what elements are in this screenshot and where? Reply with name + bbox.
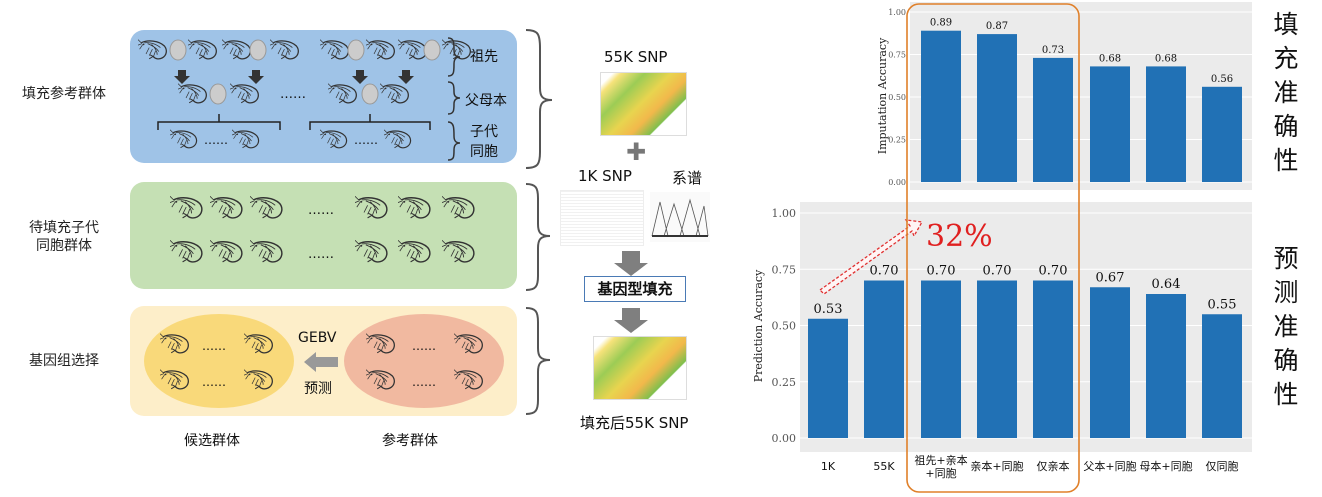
reference-population-label: 参考群体 xyxy=(382,433,438,449)
row-label-reference: 填充参考群体 xyxy=(22,86,106,102)
x-category-label: 仅同胞 xyxy=(1205,460,1239,473)
imputation-target-panel: …… …… xyxy=(130,182,517,289)
imputed-55k-label: 填充后55K SNP xyxy=(580,414,689,432)
plus-icon: ✚ xyxy=(626,138,647,166)
label-parents: 父母本 xyxy=(465,93,507,109)
prediction-ytick: 0.75 xyxy=(772,263,797,276)
svg-text:……: …… xyxy=(280,87,306,102)
imputation-accuracy-side-label: 填 充 准 确 性 xyxy=(1273,10,1299,175)
imputation-bar xyxy=(1146,66,1186,182)
prediction-bar xyxy=(921,280,961,438)
imputation-ytick: 0.25 xyxy=(888,136,906,145)
prediction-bar-label: 0.70 xyxy=(1039,264,1068,279)
imputation-ytick: 0.75 xyxy=(888,51,906,60)
prediction-ytick: 0.00 xyxy=(772,432,797,445)
x-category-label: 55K xyxy=(873,460,895,473)
x-category-label: 1K xyxy=(820,460,836,473)
imputation-bar-label: 0.89 xyxy=(930,18,952,29)
prediction-bar-label: 0.70 xyxy=(983,264,1012,279)
down-arrow-1 xyxy=(614,251,648,276)
svg-text:……: …… xyxy=(308,203,334,218)
imputation-ytick: 0.00 xyxy=(888,178,906,187)
imputation-bar xyxy=(977,34,1017,182)
snp1k-label: 1K SNP xyxy=(578,167,632,185)
gebv-label: GEBV xyxy=(298,330,337,346)
prediction-ytick: 1.00 xyxy=(772,207,797,220)
imputation-ytick: 0.50 xyxy=(888,93,906,102)
highlight-frame xyxy=(906,3,1080,493)
accuracy-charts: 0.89 0.87 0.73 0.68 0.68 0.56 0.53 0.70 0.70 0.7… xyxy=(752,2,1252,493)
ld-heatmap-55k xyxy=(600,72,687,136)
prediction-bar-label: 0.70 xyxy=(927,264,956,279)
prediction-bar-label: 0.70 xyxy=(870,264,899,279)
imputation-ylabel: Imputation Accuracy xyxy=(876,37,889,154)
pedigree-tree xyxy=(650,192,710,242)
svg-text:……: …… xyxy=(202,339,226,353)
label-ancestor: 祖先 xyxy=(470,49,498,65)
x-category-label: 亲本+同胞 xyxy=(970,460,1024,473)
label-offspring-sibs: 子代 同胞 xyxy=(470,124,498,160)
sib-shrimp-group: …… …… xyxy=(170,195,475,263)
candidate-population-oval xyxy=(144,314,294,408)
row-label-genomic-selection: 基因组选择 xyxy=(29,353,99,369)
prediction-ytick: 0.50 xyxy=(772,320,797,333)
imputation-bar xyxy=(1090,66,1130,182)
svg-text:……: …… xyxy=(202,375,226,389)
prediction-bar xyxy=(1090,287,1130,438)
x-category-label: 母本+同胞 xyxy=(1139,460,1193,473)
gs-shrimp-group: …… …… …… …… xyxy=(160,332,483,390)
down-arrow-2 xyxy=(614,308,648,333)
imputation-bar-label: 0.68 xyxy=(1155,53,1177,64)
prediction-ylabel: Prediction Accuracy xyxy=(752,269,765,382)
snp55k-label: 55K SNP xyxy=(604,48,668,66)
imputation-bar-label: 0.73 xyxy=(1042,45,1064,56)
pedigree-illustration: …… …… …… xyxy=(138,37,471,161)
prediction-bar xyxy=(1033,280,1073,438)
reference-population-panel: …… …… …… 祖先 父母本 子代 同胞 xyxy=(130,30,517,163)
prediction-bar-label: 0.55 xyxy=(1208,297,1237,312)
svg-text:……: …… xyxy=(354,133,378,147)
imputation-bar-label: 0.68 xyxy=(1099,53,1121,64)
panel-braces xyxy=(525,29,553,415)
x-category-labels: 1K 55K 祖先+亲本 +同胞亲本+同胞仅亲本父本+同胞母本+同胞仅同胞 xyxy=(740,454,1262,497)
prediction-accuracy-side-label: 预 测 准 确 性 xyxy=(1273,244,1299,409)
prediction-bar xyxy=(977,280,1017,438)
imputation-plot-area xyxy=(910,2,1252,190)
reference-population-oval xyxy=(344,314,504,408)
imputation-bar xyxy=(921,30,961,183)
x-category-label: 仅亲本 xyxy=(1036,460,1070,473)
imputation-bar-label: 0.87 xyxy=(986,21,1008,32)
svg-text:……: …… xyxy=(412,339,436,353)
svg-text:……: …… xyxy=(204,133,228,147)
prediction-bar-label: 0.53 xyxy=(814,302,843,317)
genomic-selection-panel: …… …… …… …… GEBV 预测 xyxy=(130,306,517,416)
prediction-bar xyxy=(808,318,848,438)
imputation-bar xyxy=(1202,86,1242,182)
x-category-label: 父本+同胞 xyxy=(1083,460,1137,473)
candidate-population-label: 候选群体 xyxy=(184,433,240,449)
svg-text:……: …… xyxy=(412,375,436,389)
genotype-imputation-box: 基因型填充 xyxy=(584,276,686,302)
prediction-bar xyxy=(1202,314,1242,438)
improvement-arrow xyxy=(818,219,924,295)
highlight-percent: 32% xyxy=(926,219,993,254)
prediction-bar xyxy=(864,280,904,438)
prediction-ytick: 0.25 xyxy=(772,376,797,389)
prediction-bar-label: 0.67 xyxy=(1096,270,1125,285)
prediction-bar-label: 0.64 xyxy=(1152,277,1181,292)
snp1k-matrix xyxy=(560,190,644,246)
prediction-bar xyxy=(1146,294,1186,438)
row-label-imputed-sibs: 待填充子代 同胞群体 xyxy=(29,220,99,254)
imputation-ytick: 1.00 xyxy=(888,8,906,17)
ld-heatmap-imputed xyxy=(593,336,687,400)
x-category-label: 祖先+亲本 +同胞 xyxy=(914,454,968,480)
svg-text:……: …… xyxy=(308,247,334,262)
predict-label: 预测 xyxy=(304,381,332,397)
pedigree-label: 系谱 xyxy=(672,169,703,187)
imputation-bar xyxy=(1033,57,1073,182)
imputation-bar-label: 0.56 xyxy=(1211,74,1233,85)
